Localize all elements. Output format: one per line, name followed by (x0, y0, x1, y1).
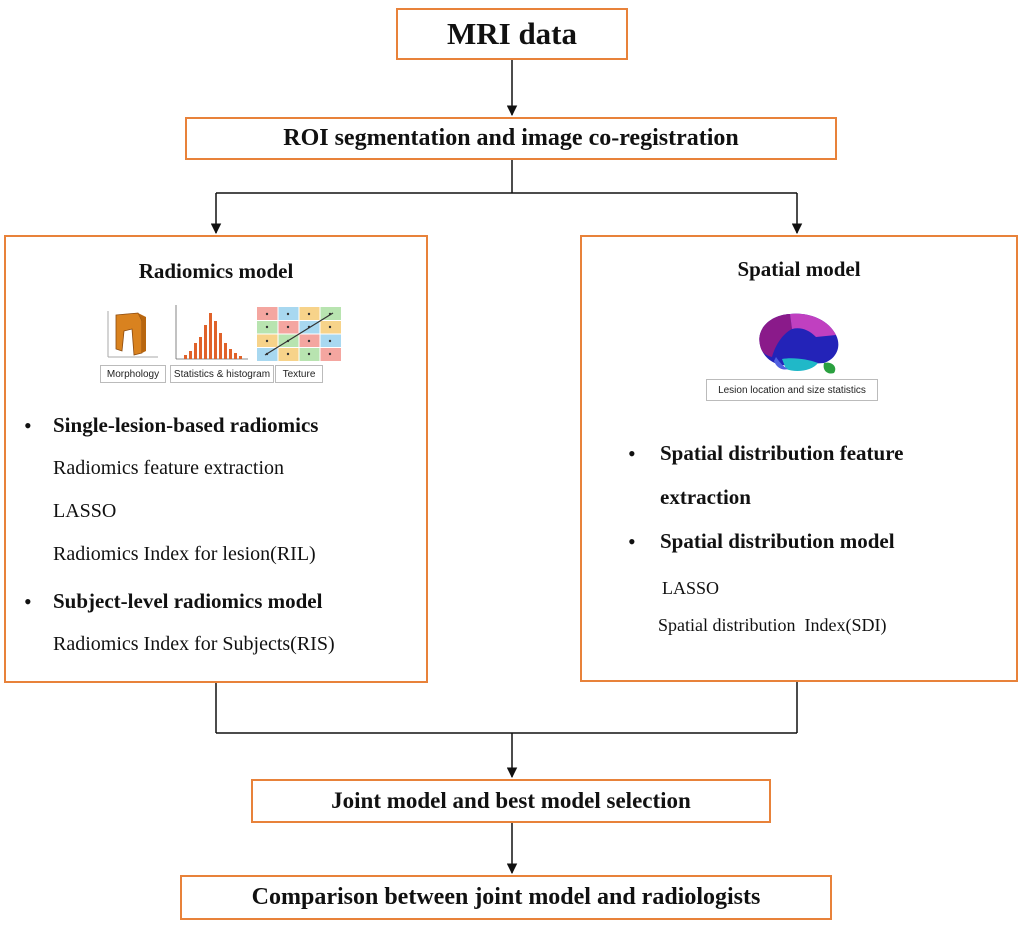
joint-model-node: Joint model and best model selection (251, 779, 771, 823)
radiomics-feature-extraction: Radiomics feature extraction (53, 457, 285, 479)
subject-level-bullet: Subject-level radiomics model (53, 589, 323, 613)
radiomics-model-title: Radiomics model (138, 259, 294, 283)
texture-caption: Texture (275, 365, 323, 383)
morphology-caption: Morphology (100, 365, 166, 383)
comparison-label: Comparison between joint model and radio… (251, 884, 761, 910)
comparison-node: Comparison between joint model and radio… (180, 875, 832, 920)
spatial-feature-bullet-line1: Spatial distribution feature (660, 441, 904, 465)
histogram-thumbnail (175, 305, 248, 360)
spatial-feature-bullet-line2: extraction (660, 485, 751, 509)
single-lesion-bullet: Single-lesion-based radiomics (53, 413, 319, 437)
joint-model-label: Joint model and best model selection (331, 788, 691, 813)
ris-label: Radiomics Index for Subjects(RIS) (53, 633, 335, 655)
spatial-lasso-label: LASSO (662, 578, 720, 598)
radiomics-model-panel: Radiomics model Morphology Statistics & … (4, 235, 428, 683)
roi-segmentation-label: ROI segmentation and image co-registrati… (283, 125, 739, 151)
roi-segmentation-node: ROI segmentation and image co-registrati… (185, 117, 837, 160)
bullet-dot: • (628, 441, 636, 466)
ril-label: Radiomics Index for lesion(RIL) (53, 543, 316, 565)
bullet-dot: • (24, 413, 32, 438)
histogram-caption: Statistics & histogram (170, 365, 274, 383)
lesion-location-caption: Lesion location and size statistics (706, 379, 878, 401)
bullet-dot: • (628, 529, 636, 554)
spatial-model-title: Spatial model (737, 257, 861, 281)
lasso-label: LASSO (53, 500, 117, 522)
bullet-dot: • (24, 589, 32, 614)
morphology-thumbnail (107, 311, 158, 358)
brain-thumbnail (759, 313, 839, 374)
spatial-model-panel: Spatial model Lesion location and size s… (580, 235, 1018, 682)
sdi-label: Spatial distribution Index(SDI) (658, 615, 887, 635)
texture-thumbnail (257, 307, 341, 361)
mri-data-node: MRI data (396, 8, 628, 60)
mri-data-label: MRI data (446, 16, 578, 51)
spatial-distribution-model-bullet: Spatial distribution model (660, 529, 895, 553)
